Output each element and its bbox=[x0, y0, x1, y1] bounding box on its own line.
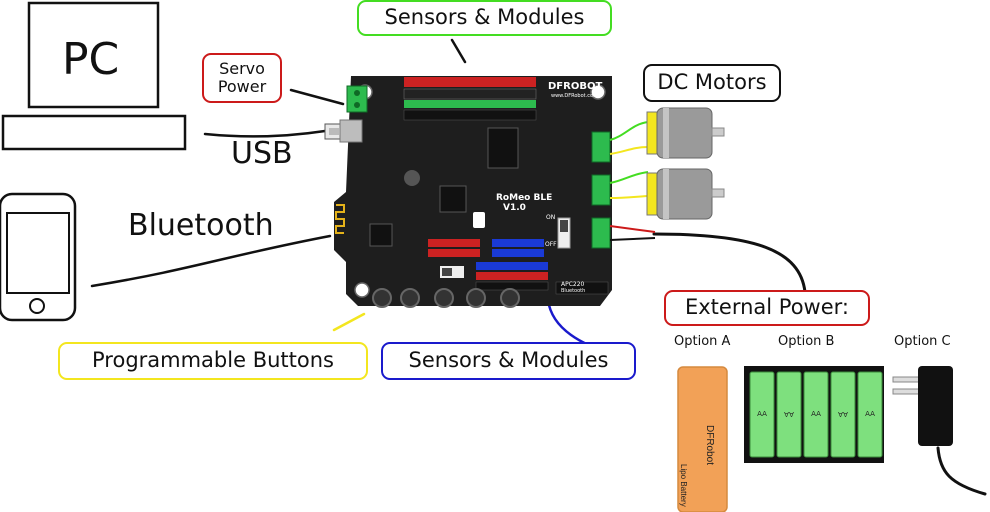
romeo-ble-board bbox=[334, 76, 612, 308]
board-switch-on: ON bbox=[546, 214, 555, 221]
cell-label: AA bbox=[784, 410, 794, 418]
cell-label: AA bbox=[865, 410, 875, 418]
board-url: www.DFRobot.com bbox=[551, 93, 598, 99]
dc-motors-callout: DC Motors bbox=[643, 64, 781, 102]
board-model: RoMeo BLE bbox=[496, 193, 552, 203]
option-a-label: Option A bbox=[674, 334, 731, 349]
cell-label: AA bbox=[811, 410, 821, 418]
cell-label: AA bbox=[838, 410, 848, 418]
servo-power-line-2: Power bbox=[217, 77, 267, 96]
board-brand: DFROBOT bbox=[548, 81, 602, 92]
board-apc: APC220 bbox=[561, 281, 585, 288]
board-switch-off: OFF bbox=[545, 241, 557, 248]
dc-motor-bottom-icon bbox=[646, 168, 725, 220]
servo-power-callout: Servo Power bbox=[202, 53, 282, 103]
option-c-label: Option C bbox=[894, 334, 951, 349]
board-version: V1.0 bbox=[503, 203, 526, 213]
cell-label: AA bbox=[757, 410, 767, 418]
connection-wires bbox=[90, 38, 987, 496]
dc-motor-top-icon bbox=[646, 107, 725, 159]
sensors-modules-bottom-callout: Sensors & Modules bbox=[381, 342, 636, 380]
usb-label: USB bbox=[231, 136, 293, 171]
lipo-battery-icon: DFRobot Lipo Battery bbox=[677, 366, 728, 512]
motor-wires bbox=[609, 121, 656, 241]
battery-brand: DFRobot bbox=[704, 425, 715, 465]
bluetooth-label: Bluetooth bbox=[128, 208, 274, 243]
option-b-label: Option B bbox=[778, 334, 835, 349]
pc-laptop-icon bbox=[1, 1, 187, 151]
smartphone-icon bbox=[0, 192, 77, 322]
battery-type: Lipo Battery bbox=[679, 464, 688, 507]
external-power-callout: External Power: bbox=[664, 290, 870, 326]
board-bluetooth: Bluetooth bbox=[561, 288, 585, 294]
programmable-buttons-callout: Programmable Buttons bbox=[58, 342, 368, 380]
sensors-modules-top-callout: Sensors & Modules bbox=[357, 0, 612, 36]
pc-label: PC bbox=[62, 34, 120, 85]
aa-battery-pack-icon: AA AA AA AA AA bbox=[744, 366, 884, 463]
servo-power-line-1: Servo bbox=[219, 59, 265, 79]
wall-adapter-icon bbox=[892, 366, 953, 446]
